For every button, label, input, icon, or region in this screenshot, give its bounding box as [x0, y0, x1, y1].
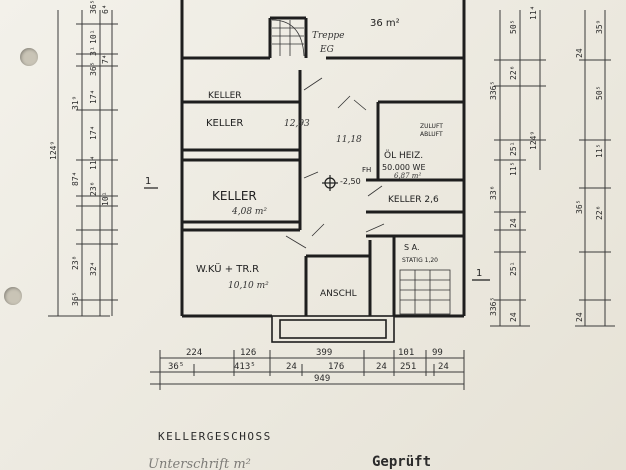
left-dim-4: 6⁴ — [101, 4, 110, 14]
keller-3-area: 4,08 m² — [231, 207, 267, 217]
right-dim-11: 11⁵ — [595, 144, 604, 158]
signature: Unterschrift m² — [148, 457, 251, 470]
sa-label: S A. — [404, 243, 420, 252]
right-dim-6: 22⁶ — [509, 66, 518, 80]
right-dim-13: 24 — [509, 218, 518, 228]
left-dim-11: 17⁴ — [89, 126, 98, 140]
bottom-dim-251: 251 — [400, 362, 416, 372]
bottom-dim-126: 126 — [240, 348, 256, 358]
oel-capacity: 50.000 WE — [382, 163, 426, 172]
left-dim-7: 31⁹ — [71, 96, 80, 110]
fh-label: FH — [362, 166, 371, 174]
plan-title: KELLERGESCHOSS — [158, 430, 272, 443]
right-dim-8: 11⁵ — [509, 162, 518, 176]
left-dim-6: 7⁴ — [101, 54, 110, 64]
right-dim-4: 11⁴ — [529, 6, 538, 20]
bottom-dim-24b: 24 — [376, 362, 387, 372]
wkue-area: 10,10 m² — [228, 281, 269, 291]
bottom-dim-99: 99 — [432, 348, 443, 358]
left-dim-16: 32⁴ — [89, 262, 98, 276]
left-dim-10: 87⁴ — [71, 172, 80, 186]
right-dim-16: 24 — [575, 312, 584, 322]
bottom-dim-4135: 413⁵ — [234, 362, 256, 372]
level-label: -2,50 — [340, 177, 361, 186]
left-dim-1: 36⁵ — [89, 0, 98, 14]
oel-area: 6,87 m² — [394, 172, 421, 180]
bottom-dim-24c: 24 — [438, 362, 449, 372]
right-dim-9: 124⁹ — [529, 131, 538, 150]
keller-1-label: KELLER — [208, 91, 242, 101]
anschl-label: ANSCHL — [320, 289, 357, 299]
left-dim-3: 3¹ — [89, 46, 98, 56]
left-dim-8: 17⁴ — [89, 90, 98, 104]
left-dim-14: 10¹ — [101, 192, 110, 206]
bottom-dim-24a: 24 — [286, 362, 297, 372]
right-dim-12: 22⁶ — [595, 206, 604, 220]
punch-hole-top — [20, 48, 38, 66]
right-dim-1: 35⁹ — [595, 20, 604, 34]
zuluft-label: ZULUFT — [420, 123, 443, 130]
left-dim-5: 36⁵ — [89, 62, 98, 76]
oel-heiz-label: ÖL HEIZ. — [384, 150, 423, 161]
left-dim-15: 23⁸ — [71, 256, 80, 270]
approval-stamp: Geprüft — [372, 454, 431, 470]
top-room-area: 36 m² — [370, 18, 400, 29]
right-dim-19: 50⁵ — [595, 86, 604, 100]
right-dim-14: 25¹ — [509, 262, 518, 276]
right-dim-7: 25¹ — [509, 142, 518, 156]
bottom-dim-365: 36⁵ — [168, 362, 184, 372]
right-dim-2: 24 — [575, 48, 584, 58]
wkue-label: W.KÜ + TR.R — [196, 262, 259, 275]
bottom-dim-101: 101 — [398, 348, 414, 358]
section-mark-left: 1 — [145, 176, 151, 187]
keller-4-label: KELLER 2,6 — [388, 195, 439, 205]
left-dim-9: 124⁹ — [49, 141, 58, 160]
keller-2-label: KELLER — [206, 118, 243, 129]
abluft-label: ABLUFT — [420, 131, 443, 138]
bottom-dim-399: 399 — [316, 348, 332, 358]
flur-area: 11,18 — [336, 135, 362, 145]
bottom-dim-total: 949 — [314, 374, 330, 384]
keller-2-area: 12,93 — [284, 119, 310, 129]
left-dim-2: 10¹ — [89, 30, 98, 44]
right-dim-18: 36⁵ — [575, 200, 584, 214]
keller-3-label: KELLER — [212, 189, 257, 203]
treppe-label: Treppe — [312, 31, 344, 41]
eg-label: EG — [319, 45, 334, 55]
right-dim-15: 24 — [509, 312, 518, 322]
left-dim-13: 23⁶ — [89, 182, 98, 196]
section-mark-right: 1 — [476, 268, 482, 279]
bottom-dim-224: 224 — [186, 348, 202, 358]
right-dim-5: 336⁵ — [489, 81, 498, 100]
left-dim-12: 11⁴ — [89, 156, 98, 170]
right-dim-3: 50⁵ — [509, 20, 518, 34]
bottom-dim-176: 176 — [328, 362, 344, 372]
right-dim-10: 33⁶ — [489, 186, 498, 200]
left-dim-17: 36⁵ — [71, 292, 80, 306]
right-dim-17: 336⁵ — [489, 297, 498, 316]
sa-sub-label: STATIG 1,20 — [402, 257, 438, 264]
punch-hole-bottom — [4, 287, 22, 305]
